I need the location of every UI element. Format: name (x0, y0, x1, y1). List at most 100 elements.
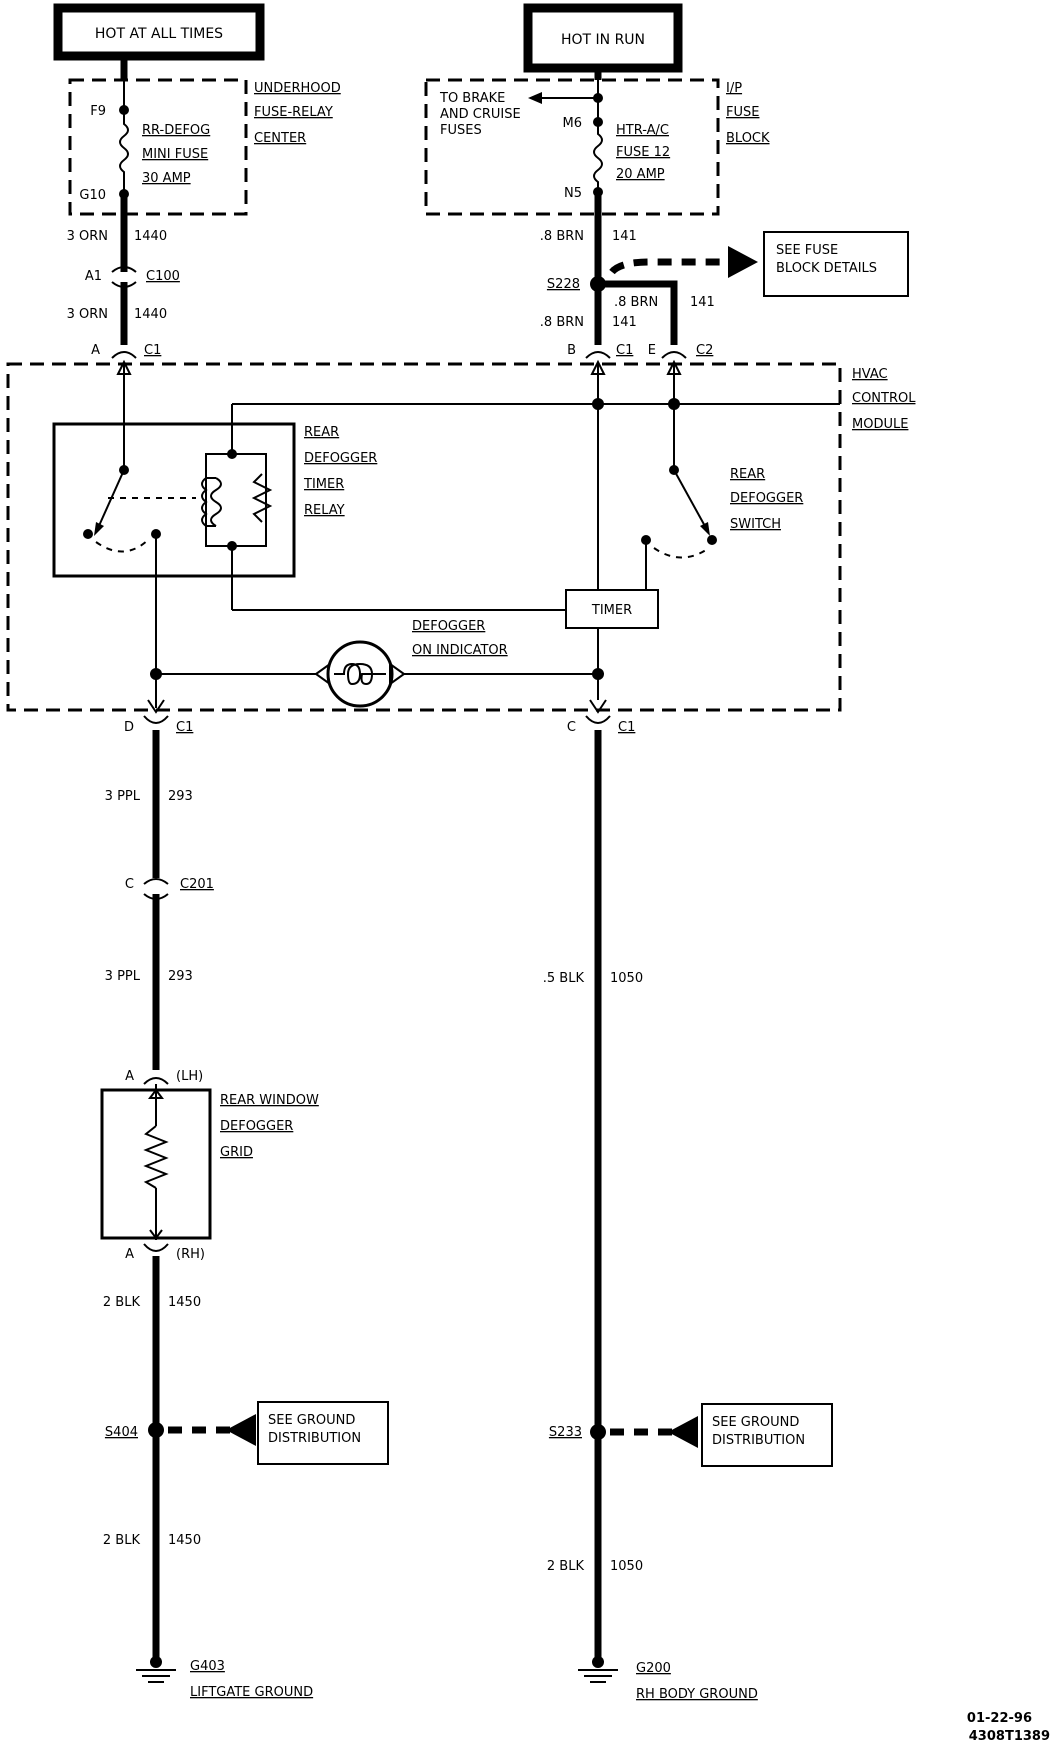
indicator-name-1: DEFOGGER (412, 619, 485, 634)
splice-s233-label: S233 (549, 1425, 582, 1440)
see-ground-right-box (701, 1403, 833, 1467)
wire-141-branch-circuit: 141 (690, 295, 715, 310)
switch-name-3: SWITCH (730, 517, 781, 532)
ground-g200-name: RH BODY GROUND (636, 1687, 758, 1702)
see-fuse-block-arrow (728, 246, 758, 278)
htr-ac-fuse-number: FUSE 12 (616, 145, 670, 160)
wire-1450-circuit-top: 1450 (168, 1295, 201, 1310)
relay-name-1: REAR (304, 425, 339, 440)
c1-pin-d: D (124, 720, 134, 735)
branch-text-3: FUSES (440, 123, 482, 138)
relay-name-4: RELAY (304, 503, 345, 518)
htr-ac-fuse-rating: 20 AMP (616, 167, 665, 182)
underhood-center-name-2: FUSE-RELAY (254, 105, 333, 120)
splice-s404-label: S404 (105, 1425, 138, 1440)
wire-1440-gauge-bottom: 3 ORN (67, 307, 108, 322)
see-fuse-block-box (763, 231, 909, 297)
see-ground-right-text-1: SEE GROUND (712, 1415, 799, 1430)
grid-name-2: DEFOGGER (220, 1119, 293, 1134)
htr-ac-fuse-name: HTR-A/C (616, 123, 669, 138)
see-fuse-block-text-1: SEE FUSE (776, 243, 838, 258)
see-ground-left-box (257, 1401, 389, 1465)
ip-fuse-block-name-3: BLOCK (726, 131, 770, 146)
hot-in-run-box: HOT IN RUN (523, 3, 683, 73)
c1-pin-c: C (567, 720, 576, 735)
rr-defog-fuse (119, 110, 129, 194)
footer-date: 01-22-96 (967, 1711, 1032, 1726)
timer-label: TIMER (591, 603, 632, 618)
branch-arrow (528, 92, 542, 104)
indicator-name-2: ON INDICATOR (412, 643, 508, 658)
wire-1450-gauge-top: 2 BLK (103, 1295, 141, 1310)
grid-name-1: REAR WINDOW (220, 1093, 319, 1108)
splice-s228-label: S228 (547, 277, 580, 292)
hvac-module-name-2: CONTROL (852, 391, 916, 406)
footer-code: 4308T1389 (969, 1729, 1050, 1744)
wire-1450-circuit-bottom: 1450 (168, 1533, 201, 1548)
switch-name-2: DEFOGGER (730, 491, 803, 506)
pin-n5-label: N5 (564, 186, 582, 201)
hvac-control-module (6, 362, 842, 712)
wire-1440-circuit-bottom: 1440 (134, 307, 167, 322)
c201-pin: C (125, 877, 134, 892)
branch-text-1: TO BRAKE (439, 91, 505, 106)
see-ground-right-text-2: DISTRIBUTION (712, 1433, 805, 1448)
switch-name-1: REAR (730, 467, 765, 482)
wire-293-gauge-top: 3 PPL (105, 789, 141, 804)
pin-m6-label: M6 (563, 116, 583, 131)
grid-top-pin: A (125, 1069, 134, 1084)
c1-label-d: C1 (176, 720, 193, 735)
ground-dist-arrow-right (668, 1416, 698, 1448)
wire-1450-gauge-bottom: 2 BLK (103, 1533, 141, 1548)
ground-dist-arrow-left (226, 1414, 256, 1446)
timer-box (565, 589, 659, 629)
branch-text-2: AND CRUISE (440, 107, 521, 122)
underhood-fuse-relay-center (68, 78, 248, 216)
grid-bottom-side: (RH) (176, 1247, 205, 1262)
grid-top-side: (LH) (176, 1069, 203, 1084)
c1-label-b: C1 (616, 343, 633, 358)
see-fuse-block-text-2: BLOCK DETAILS (776, 261, 877, 276)
wire-141-gauge-top: .8 BRN (540, 229, 584, 244)
wire-293-gauge-bottom: 3 PPL (105, 969, 141, 984)
wire-141-circuit-top: 141 (612, 229, 637, 244)
wire-141-gauge-mid: .8 BRN (540, 315, 584, 330)
c2-pin-e: E (648, 343, 656, 358)
wire-293-circuit-top: 293 (168, 789, 193, 804)
wire-1440-circuit-top: 1440 (134, 229, 167, 244)
wire-293-circuit-bottom: 293 (168, 969, 193, 984)
rr-defog-fuse-rating: 30 AMP (142, 171, 191, 186)
wire-1050-gauge-top: .5 BLK (543, 971, 585, 986)
hvac-module-name-3: MODULE (852, 417, 908, 432)
wire-141-circuit-mid: 141 (612, 315, 637, 330)
relay-name-2: DEFOGGER (304, 451, 377, 466)
ground-g403-label: G403 (190, 1659, 225, 1674)
htr-ac-fuse (593, 122, 603, 192)
wire-141-branch-gauge: .8 BRN (614, 295, 658, 310)
c1-pin-b: B (567, 343, 576, 358)
rr-defog-fuse-type: MINI FUSE (142, 147, 208, 162)
underhood-center-name-3: CENTER (254, 131, 306, 146)
c1-pin-a: A (91, 343, 100, 358)
c1-label-left: C1 (144, 343, 161, 358)
wire-1440-gauge-top: 3 ORN (67, 229, 108, 244)
ground-g200-label: G200 (636, 1661, 671, 1676)
rear-defogger-timer-relay (52, 422, 296, 578)
pin-f9-label: F9 (90, 104, 106, 119)
ip-fuse-block (424, 78, 720, 216)
c2-label: C2 (696, 343, 713, 358)
pin-g10-label: G10 (79, 188, 106, 203)
ip-fuse-block-name-1: I/P (726, 81, 742, 96)
hvac-module-name-1: HVAC (852, 367, 888, 382)
wire-1050-gauge-bottom: 2 BLK (547, 1559, 585, 1574)
wire-1050-circuit-bottom: 1050 (610, 1559, 643, 1574)
splice-s404-dot (148, 1422, 164, 1438)
hot-at-all-times-box: HOT AT ALL TIMES (53, 3, 265, 61)
wire-1050-circuit-top: 1050 (610, 971, 643, 986)
relay-name-3: TIMER (303, 477, 344, 492)
grid-name-3: GRID (220, 1145, 253, 1160)
hot-in-run-label: HOT IN RUN (561, 32, 645, 48)
see-ground-left-text-1: SEE GROUND (268, 1413, 355, 1428)
grid-bottom-pin: A (125, 1247, 134, 1262)
